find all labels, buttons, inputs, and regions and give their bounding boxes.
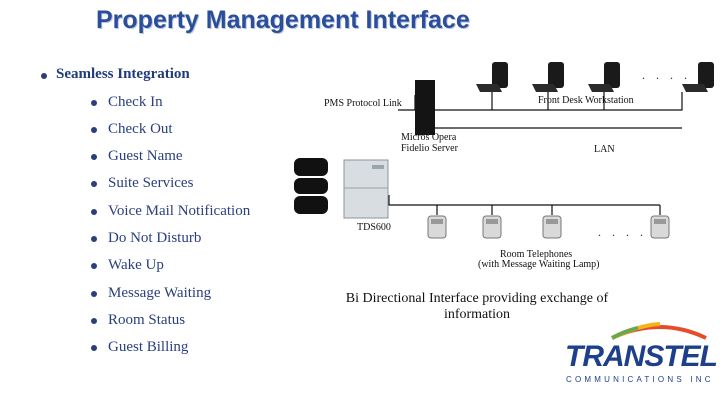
feature-item: Check In (108, 94, 163, 110)
feature-item: Check Out (108, 121, 173, 137)
server-label-line2: Fidelio Server (401, 143, 458, 154)
transtel-logo-subtitle: COMMUNICATIONS INC (566, 375, 714, 384)
bullet-dot (91, 291, 97, 297)
telephone-icon (650, 215, 670, 239)
more-telephones: . . . . (598, 225, 647, 239)
feature-item: Voice Mail Notification (108, 203, 251, 219)
telephone-icon (542, 215, 562, 239)
pbx-cabinet-icon (343, 159, 389, 219)
workstation-icon (588, 62, 620, 92)
interface-caption: Bi Directional Interface providing excha… (345, 291, 609, 322)
feature-item: Message Waiting (108, 285, 212, 301)
telephone-icon (427, 215, 447, 239)
server-tower-icon (415, 80, 435, 135)
bullet-dot (91, 263, 97, 269)
page-title: Property Management Interface (96, 6, 470, 34)
bullet-dot (91, 181, 97, 187)
bullet-dot (91, 209, 97, 215)
workstation-icon (532, 62, 564, 92)
bullet-dot (91, 100, 97, 106)
workstation-icon (476, 62, 508, 92)
main-bullet: Seamless Integration (56, 66, 190, 82)
feature-item: Wake Up (108, 257, 164, 273)
front-desk-label: Front Desk Workstation (538, 95, 634, 106)
server-label-line1: Micros Opera (401, 132, 457, 143)
voicemail-cluster-icon (294, 158, 328, 214)
feature-item: Suite Services (108, 175, 194, 191)
bullet-dot (91, 236, 97, 242)
room-telephones-sublabel: (with Message Waiting Lamp) (478, 259, 600, 270)
feature-item: Guest Name (108, 148, 183, 164)
more-workstations: . . . . (642, 68, 691, 82)
lan-label: LAN (594, 144, 615, 155)
pms-protocol-label: PMS Protocol Link (324, 98, 402, 109)
bullet-dot (91, 127, 97, 133)
bullet-dot (91, 154, 97, 160)
telephone-icon (482, 215, 502, 239)
feature-item: Room Status (108, 312, 186, 328)
feature-item: Guest Billing (108, 339, 189, 355)
bullet-dot (91, 345, 97, 351)
pbx-label: TDS600 (357, 222, 391, 233)
workstation-icon (682, 62, 714, 92)
bullet-dot (41, 73, 47, 79)
bullet-dot (91, 318, 97, 324)
transtel-logo: TRANSTEL (565, 340, 718, 373)
room-telephones-label: Room Telephones (500, 249, 573, 260)
feature-item: Do Not Disturb (108, 230, 202, 246)
